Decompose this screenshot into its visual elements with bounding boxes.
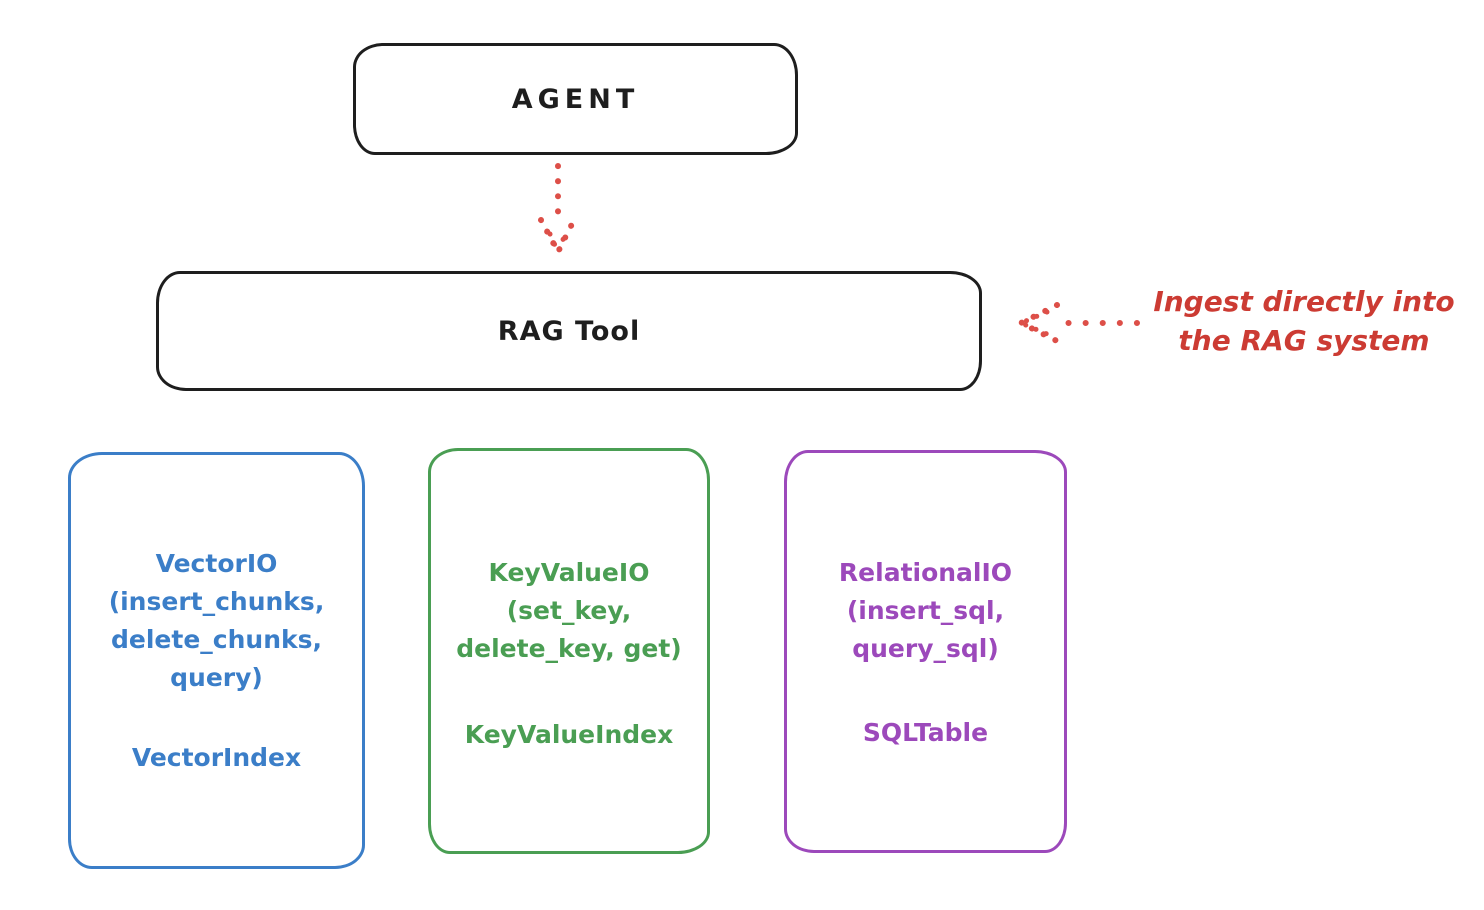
ingest-annotation-line1: Ingest directly into bbox=[1153, 285, 1455, 318]
keyvalue-index-label: KeyValueIndex bbox=[464, 720, 674, 749]
ingest-annotation-line2: the RAG system bbox=[1178, 324, 1430, 357]
rag-tool-node-label: RAG Tool bbox=[497, 315, 641, 347]
rag-tool-node: RAG Tool bbox=[156, 271, 982, 391]
vector-io-methods-line1: (insert_chunks, bbox=[108, 587, 325, 616]
ingest-annotation: Ingest directly into the RAG system bbox=[1138, 282, 1470, 360]
keyvalue-io-methods-line2: delete_key, get) bbox=[456, 634, 682, 663]
relational-io-methods-line2: query_sql) bbox=[852, 634, 999, 663]
vector-io-title: VectorIO bbox=[155, 549, 278, 578]
relational-io-methods-line1: (insert_sql, bbox=[846, 596, 1005, 625]
sql-table-label: SQLTable bbox=[862, 718, 989, 747]
vector-io-methods-line3: query) bbox=[170, 663, 263, 692]
agent-node-label: AGENT bbox=[511, 83, 640, 115]
keyvalue-io-node: KeyValueIO (set_key, delete_key, get) Ke… bbox=[428, 448, 710, 854]
relational-io-title: RelationalIO bbox=[838, 558, 1013, 587]
vector-io-methods-line2: delete_chunks, bbox=[111, 625, 322, 654]
keyvalue-io-title: KeyValueIO bbox=[488, 558, 650, 587]
vector-io-node: VectorIO (insert_chunks, delete_chunks, … bbox=[68, 452, 365, 869]
relational-io-node: RelationalIO (insert_sql, query_sql) SQL… bbox=[784, 450, 1067, 853]
agent-node: AGENT bbox=[353, 43, 798, 155]
vector-index-label: VectorIndex bbox=[131, 743, 302, 772]
dotted-arrow-down-icon bbox=[538, 163, 578, 255]
dotted-arrow-left-icon bbox=[1018, 302, 1140, 344]
keyvalue-io-methods-line1: (set_key, bbox=[506, 596, 632, 625]
